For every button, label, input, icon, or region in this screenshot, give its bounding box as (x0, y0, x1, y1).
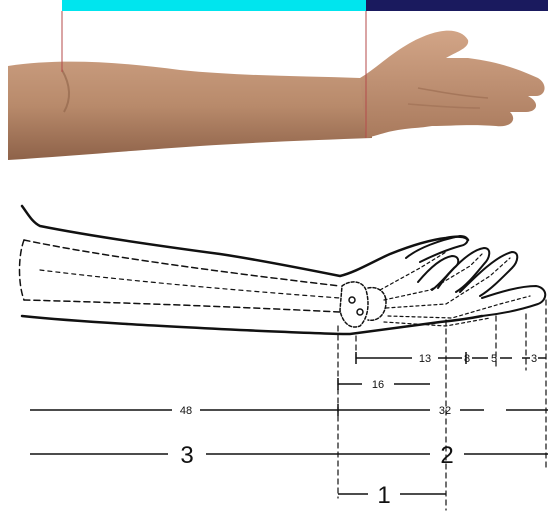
ulna-bone (24, 300, 340, 312)
color-bar-left (62, 0, 366, 11)
measure-8: 8 (464, 353, 470, 365)
elbow-joint (20, 240, 25, 300)
carpal-bones (340, 282, 386, 327)
color-bar (62, 0, 548, 11)
measurements (30, 352, 548, 494)
hand-bones (380, 252, 530, 326)
color-bar-right (366, 0, 548, 11)
arm-outline-top (22, 206, 468, 276)
arm-outline-bottom (22, 316, 482, 334)
proportion-3: 3 (180, 442, 193, 469)
forearm-photo (8, 62, 372, 160)
radius-bone (24, 240, 340, 286)
measure-32: 32 (439, 405, 451, 417)
measure-13: 13 (419, 353, 431, 365)
measure-16: 16 (372, 379, 384, 391)
hand-photo (360, 31, 545, 138)
measure-3: 3 (531, 353, 537, 365)
proportion-1: 1 (377, 482, 390, 509)
bone-shaft-mid (40, 270, 340, 298)
measure-48: 48 (180, 405, 192, 417)
proportion-2: 2 (440, 442, 453, 469)
finger-little (482, 286, 545, 316)
arm-photo (8, 11, 545, 160)
measurement-labels: 13 8 5 3 16 48 32 3 2 1 (180, 353, 537, 509)
measure-5: 5 (491, 353, 497, 365)
